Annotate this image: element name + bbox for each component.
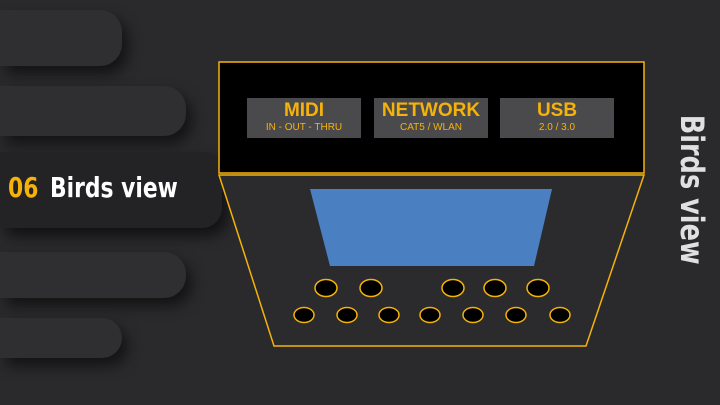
knob-icon [419,306,441,324]
port-network-title: NETWORK [381,100,481,121]
knob-icon [483,278,507,298]
knob-icon [314,278,338,298]
section-title: Birds view [50,171,178,204]
section-number: 06 [8,171,39,204]
background-bar [0,86,186,136]
knob-icon [526,278,550,298]
port-usb-subtitle: 2.0 / 3.0 [538,122,576,133]
knob-icon [336,306,358,324]
side-label: Birds view [673,70,711,310]
background-bar [0,252,186,298]
port-midi-title: MIDI [283,100,325,121]
knob-icon [293,306,315,324]
side-label-text: Birds view [673,115,711,265]
background-bar [0,10,122,66]
knob-group [293,278,571,324]
knob-icon [378,306,400,324]
knob-icon [441,278,465,298]
port-midi: MIDI IN - OUT - THRU [247,98,361,138]
port-network: NETWORK CAT5 / WLAN [374,98,488,138]
knob-icon [505,306,527,324]
display-screen [310,189,552,266]
knob-icon [462,306,484,324]
port-usb-title: USB [536,100,578,121]
port-usb: USB 2.0 / 3.0 [500,98,614,138]
knob-icon [359,278,383,298]
title-block [0,152,222,228]
knob-icon [549,306,571,324]
port-network-subtitle: CAT5 / WLAN [399,122,463,133]
background-bar [0,318,122,358]
port-midi-subtitle: IN - OUT - THRU [265,122,343,133]
